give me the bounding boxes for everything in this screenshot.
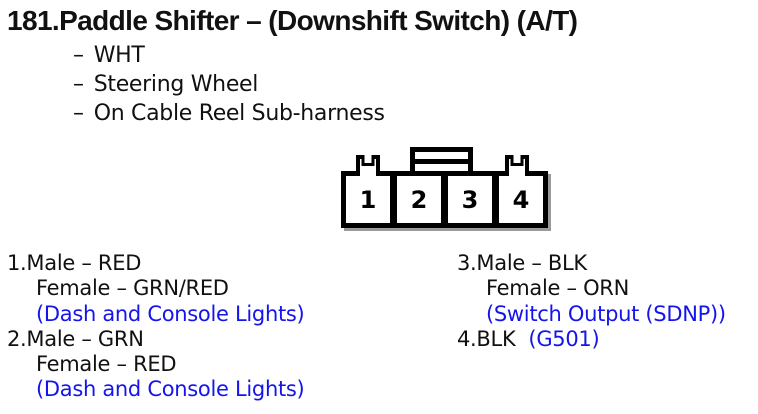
dash-bullet: – <box>73 72 84 97</box>
connector-tab-left <box>356 155 380 176</box>
connector-body: 1 2 3 4 <box>341 171 548 228</box>
pin-male-line: 2.Male – GRN <box>7 326 144 351</box>
pin-number: 3 <box>461 185 479 214</box>
note-text: Steering Wheel <box>93 72 259 97</box>
note-item: –Steering Wheel <box>73 70 385 99</box>
latch-slot-line <box>415 159 468 164</box>
connector-pin-cell-1: 1 <box>346 176 390 223</box>
pin-number: 1 <box>359 185 377 214</box>
dash-bullet: – <box>73 43 84 68</box>
notes-list: –WHT –Steering Wheel –On Cable Reel Sub-… <box>73 41 385 128</box>
connector-latch <box>410 147 473 171</box>
pin-number: 4 <box>512 185 530 214</box>
note-text: On Cable Reel Sub-harness <box>93 101 385 126</box>
pin-entry-4: 4.BLK (G501) <box>457 327 726 352</box>
connector-pin-cell-2: 2 <box>397 176 441 223</box>
pinout-column-right: 3.Male – BLK Female – ORN (Switch Output… <box>457 251 726 352</box>
tab-notch <box>510 155 524 166</box>
pin-male-line: 3.Male – BLK <box>457 251 587 275</box>
page-title: 181.Paddle Shifter – (Downshift Switch) … <box>7 5 578 36</box>
note-item: –On Cable Reel Sub-harness <box>73 99 385 128</box>
pin-ground-ref: (G501) <box>528 326 600 351</box>
pin-number: 2 <box>410 185 428 214</box>
tab-notch <box>361 155 375 166</box>
note-text: WHT <box>93 43 145 68</box>
pin-function-line: (Switch Output (SDNP)) <box>486 301 726 326</box>
pin-male-line: 1.Male – RED <box>7 251 142 275</box>
pin-entry-3: 3.Male – BLK Female – ORN (Switch Output… <box>457 251 726 327</box>
note-item: –WHT <box>73 41 385 70</box>
dash-bullet: – <box>73 101 84 126</box>
connector-diagram: 1 2 3 4 <box>341 147 548 228</box>
pin-female-line: Female – GRN/RED <box>36 276 229 301</box>
pin-ground-label: 4.BLK <box>457 326 516 351</box>
pin-female-line: Female – ORN <box>486 276 630 301</box>
connector-pin-cell-4: 4 <box>499 176 543 223</box>
pin-ground-line: 4.BLK (G501) <box>457 327 726 352</box>
connector-tab-right <box>505 155 529 176</box>
pin-function-line: (Dash and Console Lights) <box>36 377 305 402</box>
pin-entry-2: 2.Male – GRN Female – RED (Dash and Cons… <box>7 326 305 403</box>
pinout-column-left: 1.Male – RED Female – GRN/RED (Dash and … <box>7 251 305 403</box>
pin-entry-1: 1.Male – RED Female – GRN/RED (Dash and … <box>7 251 305 327</box>
connector-pin-cell-3: 3 <box>448 176 492 223</box>
pin-female-line: Female – RED <box>36 352 177 377</box>
pin-function-line: (Dash and Console Lights) <box>36 301 305 326</box>
